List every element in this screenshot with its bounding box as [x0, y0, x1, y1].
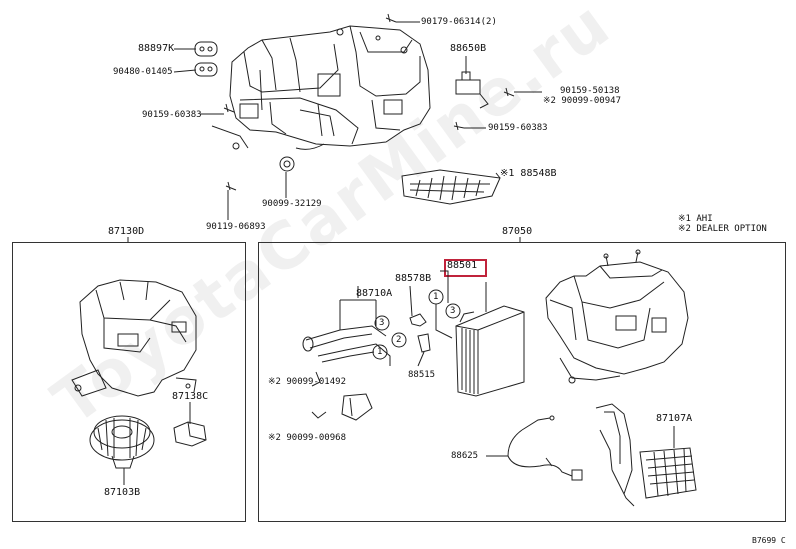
group-box-87050	[258, 242, 786, 522]
group-title-87050[interactable]: 87050	[502, 226, 533, 237]
label-87138c[interactable]: 87138C	[172, 391, 209, 402]
label-87107a[interactable]: 87107A	[656, 413, 693, 424]
callout-3-valve: 3	[379, 318, 385, 328]
label-90099-01492[interactable]: ※2 90099-01492	[268, 377, 346, 387]
callout-1: 1	[433, 292, 439, 302]
group-title-87130d[interactable]: 87130D	[108, 226, 145, 237]
note-dealer-option: ※2 DEALER OPTION	[678, 224, 767, 234]
label-90099-32129[interactable]: 90099-32129	[262, 199, 322, 209]
label-90480-01405[interactable]: 90480-01405	[113, 67, 173, 77]
label-90099-00968[interactable]: ※2 90099-00968	[268, 433, 346, 443]
label-90159-50138[interactable]: 90159-50138	[560, 86, 620, 96]
label-90159-60383-right[interactable]: 90159-60383	[488, 123, 548, 133]
label-88515[interactable]: 88515	[408, 370, 436, 380]
callout-2-valve: 2	[396, 335, 402, 345]
label-90159-60383-left[interactable]: 90159-60383	[142, 110, 202, 120]
label-88897k[interactable]: 88897K	[138, 43, 175, 54]
note-ahi: ※1 AHI	[678, 214, 713, 224]
label-88625[interactable]: 88625	[451, 451, 479, 461]
label-87103b[interactable]: 87103B	[104, 487, 141, 498]
callout-3-evaporator: 3	[450, 306, 456, 316]
group-box-87130d	[12, 242, 246, 522]
label-90119-06893[interactable]: 90119-06893	[206, 222, 266, 232]
label-90179-06314[interactable]: 90179-06314(2)	[421, 17, 497, 27]
label-90099-00947[interactable]: ※2 90099-00947	[543, 96, 621, 106]
label-88501[interactable]: 88501	[447, 260, 478, 271]
highlight-box-88501[interactable]	[444, 259, 487, 277]
callout-1-valve: 1	[377, 347, 383, 357]
label-88650b[interactable]: 88650B	[450, 43, 487, 54]
label-88548b[interactable]: ※1 88548B	[500, 168, 557, 179]
label-88710a[interactable]: 88710A	[356, 288, 393, 299]
label-88578b[interactable]: 88578B	[395, 273, 432, 284]
diagram-id: B7699 C	[752, 536, 786, 545]
